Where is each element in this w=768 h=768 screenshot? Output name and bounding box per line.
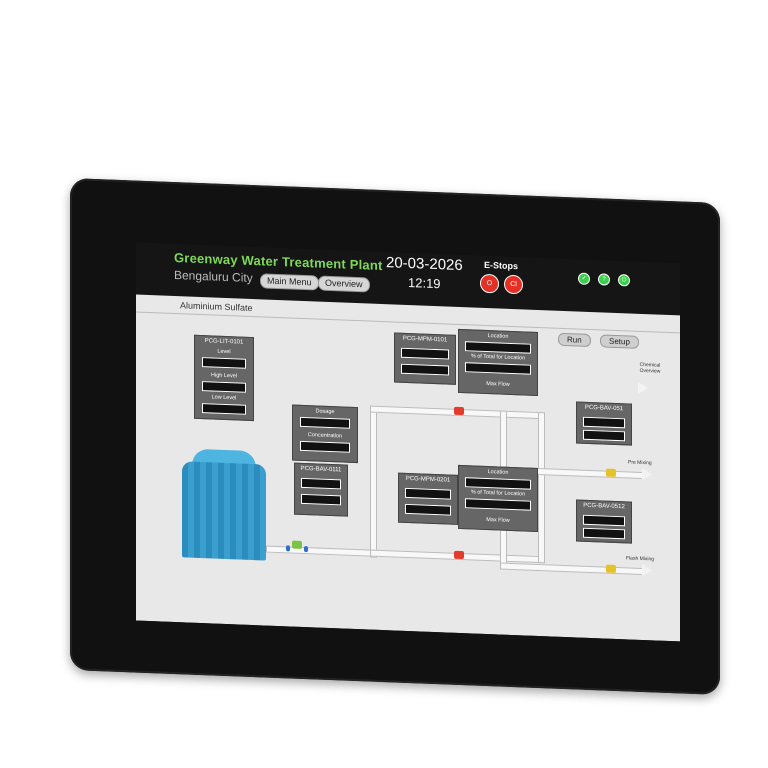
dosage-value bbox=[300, 416, 350, 429]
pipe-branch-top bbox=[500, 410, 507, 473]
run-button[interactable]: Run bbox=[558, 332, 591, 348]
mpm-0101-value-2 bbox=[401, 363, 449, 376]
pipe-flash-mixing bbox=[500, 562, 644, 576]
bav-0512-tag: PCG-BAV-0512 bbox=[583, 502, 625, 511]
bav-0512-box: PCG-BAV-0512 bbox=[576, 499, 632, 544]
time-display: 12:19 bbox=[408, 274, 441, 292]
date-display: 20-03-2026 bbox=[386, 254, 463, 275]
mpm-0201-box: PCG-MPM-0201 bbox=[398, 472, 458, 525]
pipe-vertical-left bbox=[370, 409, 377, 558]
bav-0512-value-1 bbox=[583, 514, 625, 527]
mpm-0201-tag: PCG-MPM-0201 bbox=[405, 475, 451, 484]
main-menu-button[interactable]: Main Menu bbox=[260, 273, 319, 291]
bav-051-box: PCG-BAV-051 bbox=[576, 401, 632, 446]
setup-button[interactable]: Setup bbox=[600, 334, 639, 349]
flash-mixing-label: Flash Mixing bbox=[626, 555, 655, 563]
low-level-label: Low Level bbox=[211, 394, 237, 402]
divider bbox=[136, 311, 680, 334]
high-level-value bbox=[202, 381, 246, 393]
mpm-0101-tag: PCG-MPM-0101 bbox=[402, 335, 448, 344]
bav-0111-box: PCG-BAV-0111 bbox=[294, 462, 348, 517]
bav-051-value-2 bbox=[583, 429, 625, 442]
hmi-screen: Greenway Water Treatment Plant Bengaluru… bbox=[136, 242, 680, 642]
concentration-value bbox=[300, 440, 350, 453]
bav-0111-value-2 bbox=[301, 493, 341, 506]
chemical-overview-arrow-icon[interactable] bbox=[638, 381, 648, 395]
main-panel: Aluminium Sulfate Run Setup Chemical Ove… bbox=[136, 294, 680, 642]
flange-icon bbox=[286, 545, 290, 552]
pipe-vertical-right bbox=[538, 411, 545, 564]
city-label: Bengaluru City bbox=[174, 267, 253, 286]
pipe-main bbox=[266, 545, 372, 557]
level-value bbox=[202, 357, 246, 369]
hmi-bezel: Greenway Water Treatment Plant Bengaluru… bbox=[70, 178, 720, 695]
location-label: Location bbox=[487, 469, 509, 476]
ok-icon[interactable]: ✓ bbox=[578, 272, 590, 285]
bav-051-value-1 bbox=[583, 416, 625, 429]
lit-box: PCG-LIT-0101 Level High Level Low Level bbox=[194, 334, 254, 422]
pump-mpm-0201-icon[interactable] bbox=[454, 550, 464, 560]
location-value bbox=[465, 477, 531, 490]
help-icon[interactable]: ? bbox=[598, 273, 610, 286]
flash-mixing-arrow-icon bbox=[642, 563, 652, 577]
exit-icon[interactable]: ⏻ bbox=[618, 274, 630, 287]
max-flow-label: Max Flow bbox=[486, 380, 510, 388]
bav-051-tag: PCG-BAV-051 bbox=[584, 404, 624, 413]
chemical-overview-label: Chemical Overview bbox=[639, 361, 661, 375]
high-level-label: High Level bbox=[211, 372, 237, 380]
panel-title: Aluminium Sulfate bbox=[180, 300, 253, 314]
mpm-0101-box: PCG-MPM-0101 bbox=[394, 332, 456, 385]
mpm-0201-location-box: Location % of Total for Location Max Flo… bbox=[458, 464, 538, 532]
pump-mpm-0101-icon[interactable] bbox=[454, 406, 464, 416]
concentration-label: Concentration bbox=[307, 432, 343, 440]
valve-bav-0111[interactable] bbox=[292, 540, 302, 549]
level-label: Level bbox=[217, 348, 231, 356]
pct-label: % of Total for Location bbox=[470, 353, 526, 362]
mpm-0101-value-1 bbox=[401, 347, 449, 360]
estop-o-button[interactable]: O bbox=[480, 273, 499, 294]
max-flow-label: Max Flow bbox=[486, 516, 510, 524]
location-label: Location bbox=[487, 333, 509, 340]
dosage-box: Dosage Concentration bbox=[292, 404, 358, 464]
dosage-label: Dosage bbox=[315, 408, 335, 416]
estop-cl-button[interactable]: Cl bbox=[504, 274, 523, 295]
pct-value bbox=[465, 362, 531, 375]
bav-0512-value-2 bbox=[583, 527, 625, 540]
bav-0111-value-1 bbox=[301, 477, 341, 490]
lit-tag: PCG-LIT-0101 bbox=[204, 338, 244, 346]
pre-mixing-label: Pre Mixing bbox=[628, 459, 652, 467]
flange-icon bbox=[304, 545, 308, 553]
mpm-0101-location-box: Location % of Total for Location Max Flo… bbox=[458, 328, 538, 396]
valve-bav-0512[interactable] bbox=[606, 564, 616, 573]
location-value bbox=[465, 341, 531, 354]
overview-button[interactable]: Overview bbox=[318, 275, 370, 293]
low-level-value bbox=[202, 403, 246, 415]
estops-label: E-Stops bbox=[484, 259, 519, 272]
bav-0111-tag: PCG-BAV-0111 bbox=[300, 465, 342, 474]
valve-bav-051[interactable] bbox=[606, 468, 616, 477]
chemical-tank-icon bbox=[182, 461, 266, 561]
pre-mixing-arrow-icon bbox=[642, 467, 652, 481]
mpm-0201-value-2 bbox=[405, 503, 451, 516]
mpm-0201-value-1 bbox=[405, 487, 451, 500]
pct-value bbox=[465, 498, 531, 511]
pct-label: % of Total for Location bbox=[470, 489, 526, 498]
